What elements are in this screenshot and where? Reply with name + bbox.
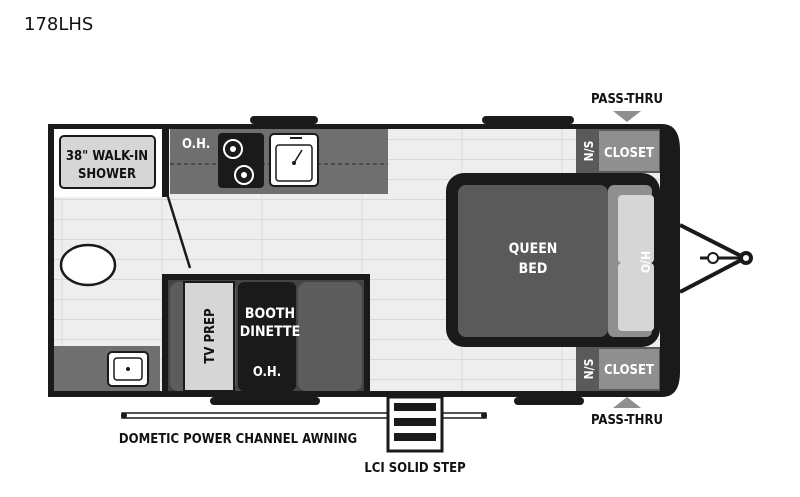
- entry-step: [386, 395, 444, 453]
- ho-label: H/O: [638, 251, 652, 273]
- windows: [210, 116, 584, 405]
- booth-label-line2: DINETTE: [240, 324, 300, 340]
- awning: [121, 412, 487, 419]
- bath-sink: [54, 346, 160, 391]
- front-closets: [576, 129, 660, 391]
- toilet: [59, 243, 117, 287]
- kitchen-oh-label: O.H.: [182, 137, 210, 152]
- step-label: LCI SOLID STEP: [364, 461, 466, 476]
- hitch-tongue: [679, 223, 753, 294]
- booth-dinette: [162, 274, 370, 392]
- bed-label-line2: BED: [519, 261, 548, 277]
- ns-top-label: N/S: [582, 141, 596, 162]
- model-name: 178LHS: [24, 14, 94, 35]
- closet-bottom-label: CLOSET: [604, 363, 654, 378]
- queen-bed: [446, 173, 660, 347]
- tv-prep-label: TV PREP: [203, 308, 218, 364]
- shower-label-line2: SHOWER: [78, 167, 136, 182]
- dinette-oh-label: O.H.: [253, 365, 281, 380]
- pass-thru-top-label: PASS-THRU: [591, 92, 663, 107]
- awning-label: DOMETIC POWER CHANNEL AWNING: [119, 432, 357, 447]
- bed-label-line1: QUEEN: [509, 241, 558, 257]
- shower: [54, 129, 192, 269]
- kitchen-counter: [170, 129, 388, 194]
- ns-bottom-label: N/S: [582, 359, 596, 380]
- pass-thru-bottom-label: PASS-THRU: [591, 413, 663, 428]
- pass-thru-arrows: [613, 111, 641, 408]
- shower-label-line1: 38" WALK-IN: [66, 149, 148, 164]
- booth-label-line1: BOOTH: [245, 306, 295, 322]
- closet-top-label: CLOSET: [604, 146, 654, 161]
